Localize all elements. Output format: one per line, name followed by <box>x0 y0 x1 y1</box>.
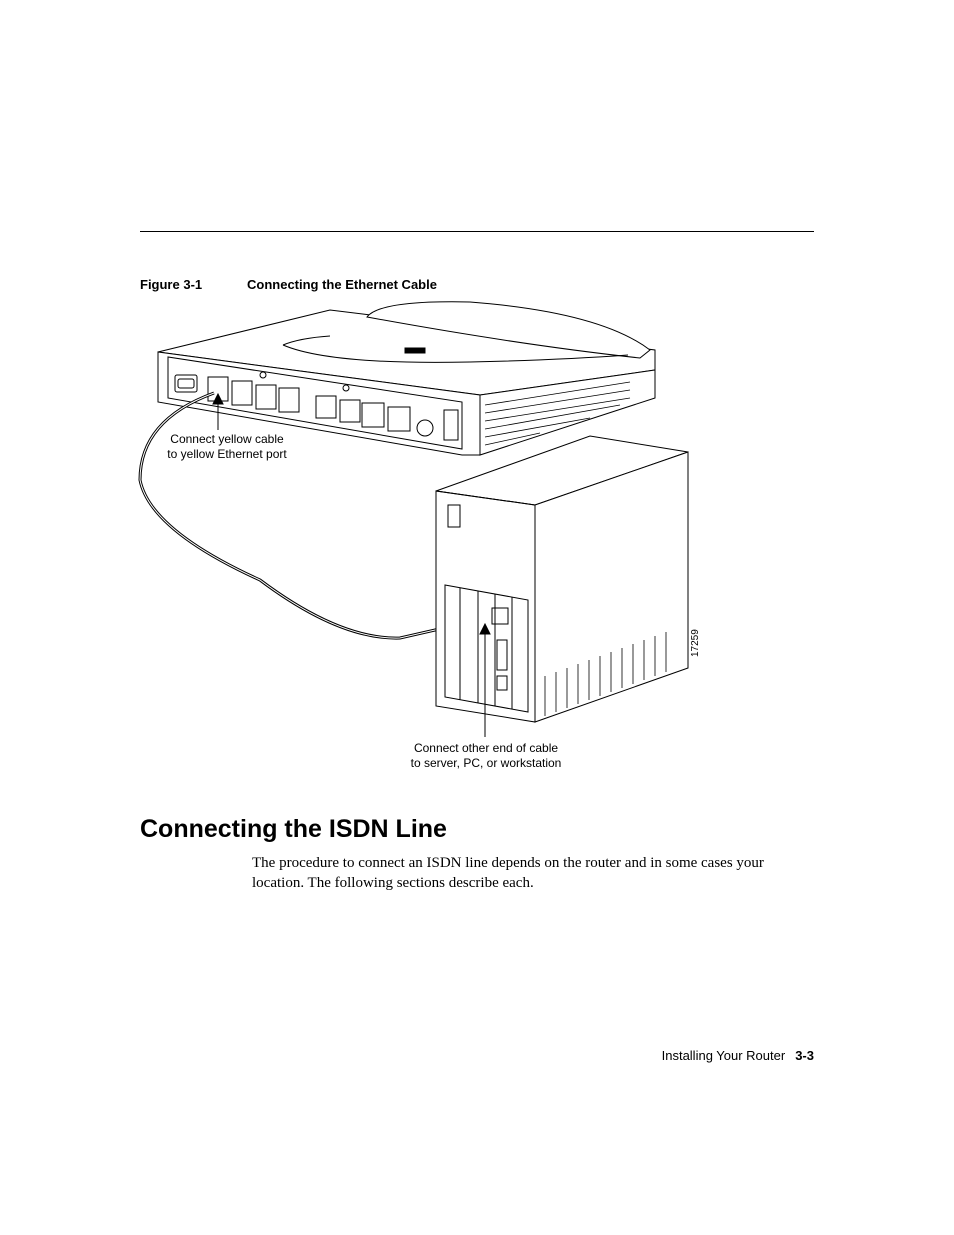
figure-id: 17259 <box>690 629 701 657</box>
router-callout-line-2: to yellow Ethernet port <box>167 447 287 461</box>
section-heading: Connecting the ISDN Line <box>140 815 447 843</box>
figure-number: Figure 3-1 <box>140 277 203 292</box>
header-rule <box>140 231 814 232</box>
pc-tower-illustration <box>435 435 689 723</box>
footer-chapter: Installing Your Router <box>661 1048 786 1063</box>
router-callout: Connect yellow cable to yellow Ethernet … <box>162 432 292 462</box>
pc-callout-line-2: to server, PC, or workstation <box>410 756 562 770</box>
footer-page-number: 3-3 <box>795 1048 814 1063</box>
section-body: The procedure to connect an ISDN line de… <box>252 855 764 891</box>
router-callout-line-1: Connect yellow cable <box>170 432 284 446</box>
router-illustration <box>157 301 656 456</box>
pc-callout-line-1: Connect other end of cable <box>413 741 559 755</box>
page-footer: Installing Your Router 3-3 <box>662 1048 814 1063</box>
figure-title: Connecting the Ethernet Cable <box>247 277 437 292</box>
pc-callout: Connect other end of cable to server, PC… <box>400 741 572 771</box>
